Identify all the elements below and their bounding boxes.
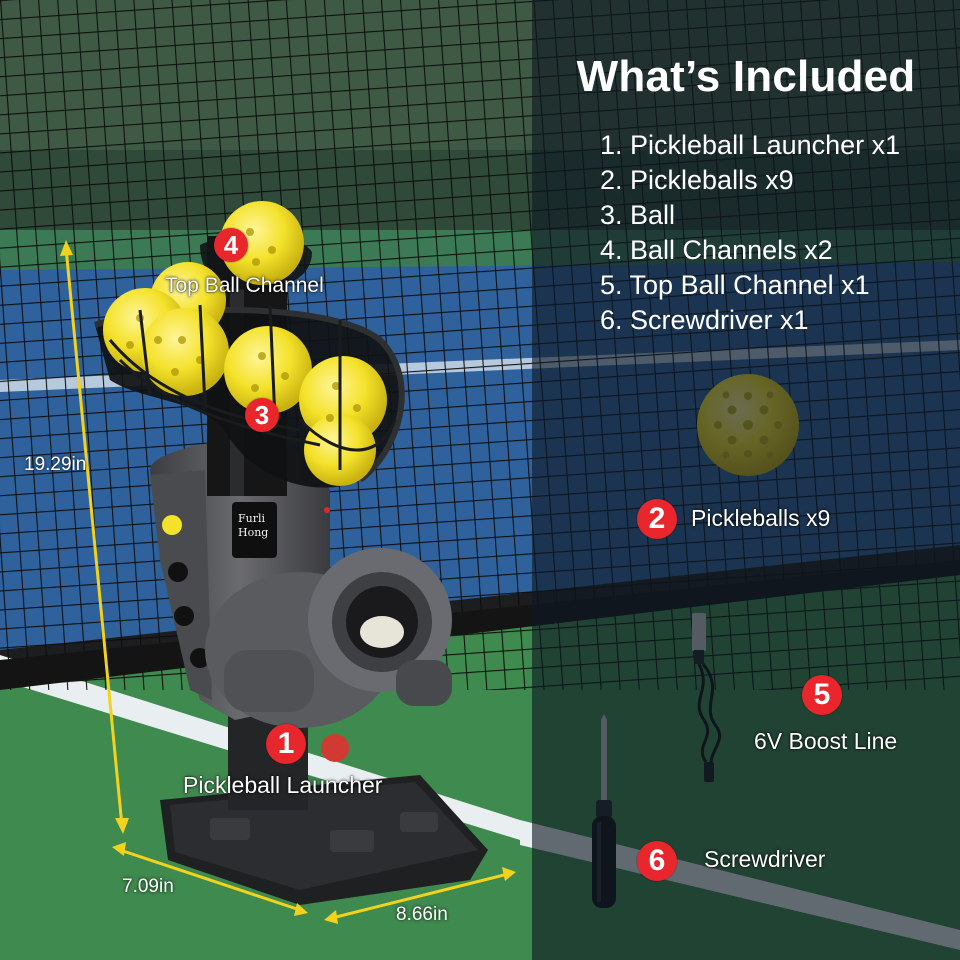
depth-dimension: 7.09in bbox=[122, 876, 174, 897]
callout-4-label: Top Ball Channel bbox=[165, 274, 324, 297]
page-title: What’s Included bbox=[576, 52, 916, 101]
list-item: 6. Screwdriver x1 bbox=[600, 305, 809, 335]
callout-5-label: 6V Boost Line bbox=[754, 728, 898, 754]
list-item: 5. Top Ball Channel x1 bbox=[600, 270, 870, 300]
dimension-lines bbox=[60, 240, 516, 924]
included-panel bbox=[532, 0, 960, 960]
list-item: 3. Ball bbox=[600, 200, 676, 230]
included-list: 1. Pickleball Launcher x1 2. Pickleballs… bbox=[600, 128, 900, 338]
callout-4-badge: 4 bbox=[214, 228, 248, 262]
callout-1-label: Pickleball Launcher bbox=[183, 772, 383, 798]
width-dimension: 8.66in bbox=[396, 904, 448, 925]
pickleball-launcher-graphic bbox=[93, 201, 488, 905]
callout-3-badge: 3 bbox=[245, 398, 279, 432]
callout-2-label: Pickleballs x9 bbox=[691, 505, 831, 531]
height-dimension: 19.29in bbox=[24, 454, 87, 475]
device-brand-label: Furli Hong bbox=[238, 512, 269, 539]
list-item: 4. Ball Channels x2 bbox=[600, 235, 833, 265]
callout-1-badge: 1 bbox=[266, 724, 306, 764]
callout-6-label: Screwdriver bbox=[704, 846, 826, 872]
callout-5-badge: 5 bbox=[802, 675, 842, 715]
callout-6-badge: 6 bbox=[637, 841, 677, 881]
callout-2-badge: 2 bbox=[637, 499, 677, 539]
list-item: 2. Pickleballs x9 bbox=[600, 165, 794, 195]
list-item: 1. Pickleball Launcher x1 bbox=[600, 130, 901, 160]
